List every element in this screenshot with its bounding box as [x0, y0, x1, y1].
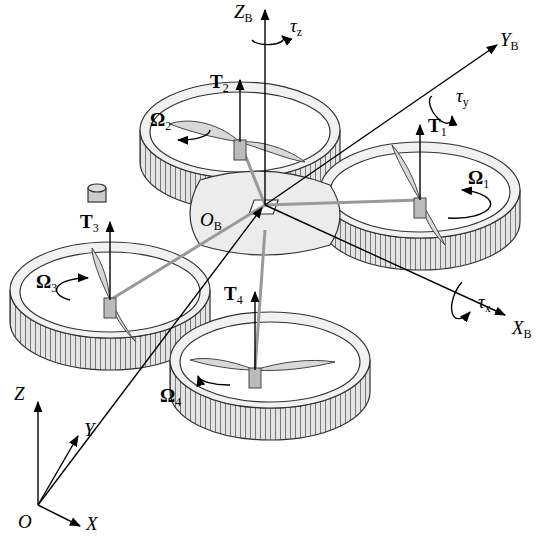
thrust-label: T2 [210, 72, 229, 94]
axis-label: Z [14, 384, 25, 403]
torque-label: τy [456, 86, 469, 108]
rotor-speed-label: Ω1 [468, 168, 489, 190]
thrust-label: T4 [224, 284, 243, 306]
rotor-speed-label: Ω4 [160, 386, 181, 408]
axis-label: Y [84, 420, 95, 439]
axis-label: YB [500, 30, 519, 52]
torque-label: τx [478, 292, 491, 314]
rotor-speed-label: Ω2 [150, 110, 171, 132]
origin-label: O [18, 512, 32, 531]
torque-label: τz [290, 16, 302, 38]
axis-label: XB [512, 318, 532, 340]
thrust-label: T3 [80, 212, 99, 234]
origin-label: OB [200, 210, 222, 232]
thrust-label: T1 [428, 116, 447, 138]
rotor-speed-label: Ω3 [36, 272, 57, 294]
axis-label: ZB [234, 2, 253, 24]
axis-label: X [86, 514, 98, 533]
